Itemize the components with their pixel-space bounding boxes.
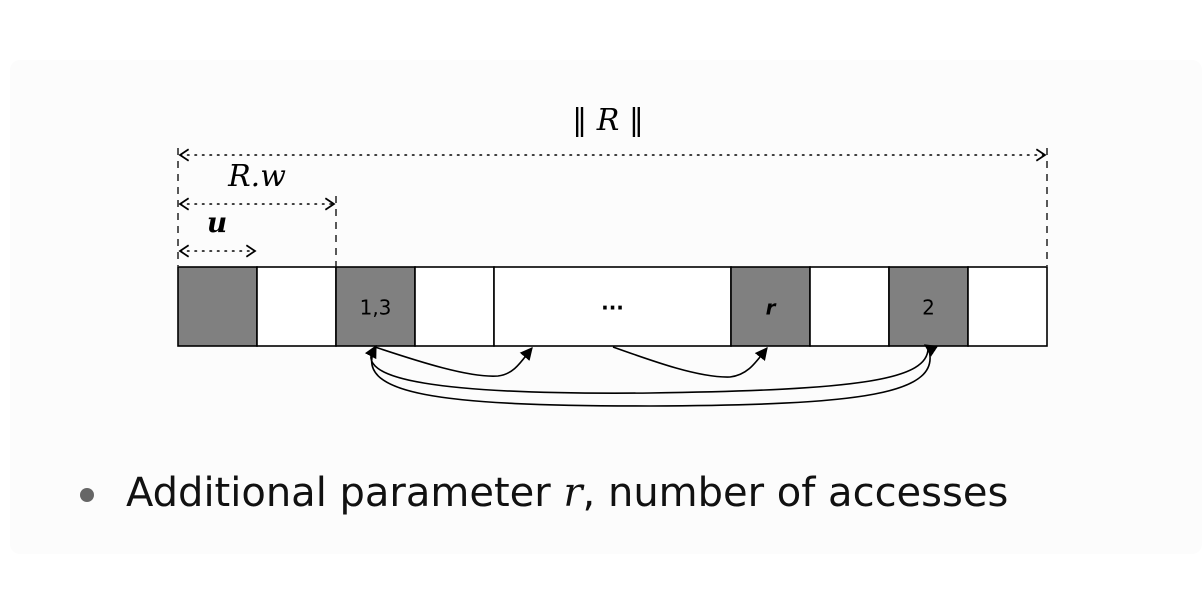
memory-cell-label: 2 <box>922 296 935 320</box>
memory-cell <box>888 266 969 347</box>
access-arrow-3-to-1 <box>364 344 931 407</box>
dim-label-width: R.w <box>227 159 286 194</box>
memory-cell-label: 1,3 <box>360 296 392 320</box>
bullet-text-before: Additional parameter <box>126 470 564 516</box>
bullet-dot <box>80 488 94 502</box>
memory-cells: 1,3 ··· r 2 <box>177 266 1048 347</box>
memory-cell <box>335 266 416 347</box>
access-arrows <box>364 344 939 407</box>
access-arrow-2-to-r <box>612 346 768 378</box>
bullet-text-after: , number of accesses <box>582 470 1009 516</box>
dim-label-total: ‖ R ‖ <box>572 103 644 138</box>
access-arrow-1-to-2 <box>374 346 533 377</box>
memory-cell <box>730 266 811 347</box>
bullet-item: Additional parameter r , number of acces… <box>80 470 1008 516</box>
memory-cell-label: ··· <box>601 296 624 320</box>
access-arrow-1-to-3 <box>370 344 939 394</box>
bullet-variable: r <box>563 470 583 516</box>
memory-cell <box>414 266 495 347</box>
memory-cell <box>177 266 258 347</box>
memory-cell-label: r <box>766 296 777 320</box>
memory-cell <box>809 266 890 347</box>
dimension-guides <box>177 148 1048 266</box>
memory-cell <box>256 266 337 347</box>
dim-label-unit: u <box>207 206 227 239</box>
memory-cell <box>967 266 1048 347</box>
